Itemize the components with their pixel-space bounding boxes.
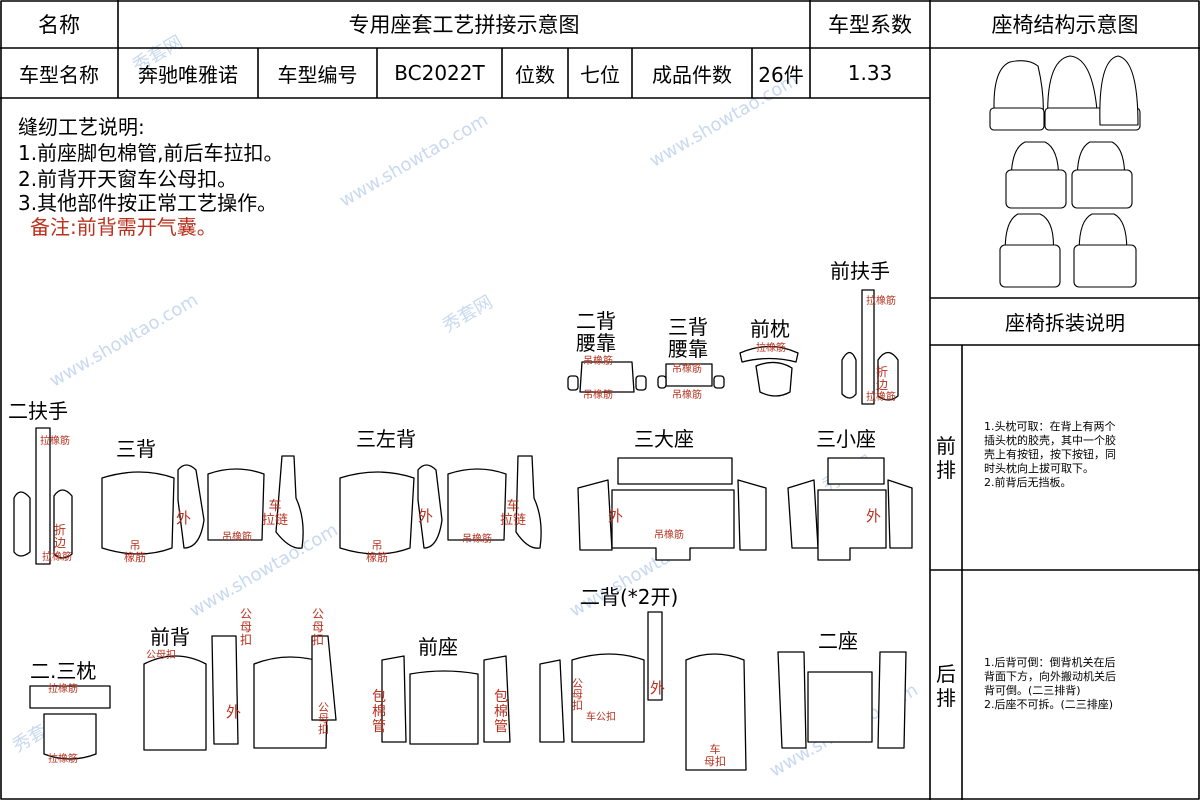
front-note: 2.前背后无挡板。 [984,476,1072,489]
rear-note: 背面下方，向外搬动机关后 [984,670,1116,683]
sew-mark: 拉橡筋 [42,552,72,563]
sew-mark: 拉橡筋 [756,343,786,354]
sew-mark: 折 边 [54,523,67,550]
sew-mark: 外 [866,507,882,525]
model-name: 奔驰唯雅诺 [138,62,238,87]
pieces-value: 26件 [758,62,804,87]
sew-mark: 公 母 扣 [312,607,325,647]
sew-mark: 车公扣 [586,712,616,723]
process-step: 1.前座脚包棉管,前后车拉扣。 [18,141,284,165]
sew-mark: 吊 橡筋 [366,539,388,564]
sew-mark: 拉橡筋 [866,296,896,307]
sheet-title: 专用座套工艺拼接示意图 [348,13,580,37]
front-note: 壳上有按钮，按下按钮，同 [984,448,1116,461]
part-label: 二座 [818,629,858,653]
front-row-label: 前排 [936,434,956,482]
sew-mark: 包 棉 管 [494,689,508,735]
process-step: 2.前背开天窗车公母扣。 [18,167,238,191]
front-note: 插头枕的胶壳，其中一个胶 [984,434,1116,447]
sew-mark: 吊橡筋 [222,532,252,543]
part-label: 三大座 [634,427,694,451]
rear-note: 2.后座不可拆。(二三排座) [984,698,1114,711]
sew-mark: 吊橡筋 [672,390,702,401]
part-label: 二扶手 [8,399,68,423]
disassembly-title: 座椅拆装说明 [1005,311,1125,335]
part-label: 前枕 [750,317,790,341]
process-step: 3.其他部件按正常工艺操作。 [18,191,278,215]
sew-mark: 包 棉 管 [372,689,386,735]
sew-mark: 外 [226,703,242,721]
rear-row-label: 后排 [936,662,956,710]
part-label: 前扶手 [830,259,890,283]
name-label: 名称 [38,13,80,37]
sew-mark: 拉橡筋 [48,754,78,765]
sew-mark: 车 拉链 [500,499,527,528]
seat-pattern-pieces [13,289,913,771]
part-label: 二.三枕 [30,659,97,683]
coef-value: 1.33 [847,61,893,85]
model-name-label: 车型名称 [19,62,99,87]
front-note: 1.头枕可取：在背上有两个 [984,420,1116,433]
sew-mark: 外 [176,509,192,527]
seats-value: 七位 [580,62,620,87]
process-heading: 缝纫工艺说明: [18,115,145,139]
sew-mark: 吊橡筋 [672,364,702,375]
process-remark: 备注:前背需开气囊。 [30,215,217,239]
sew-mark: 拉橡筋 [40,436,70,447]
sew-mark: 车 拉链 [262,499,289,528]
model-no: BC2022T [394,61,485,85]
structure-title: 座椅结构示意图 [991,13,1139,37]
sew-mark: 吊橡筋 [583,356,613,367]
sew-mark: 外 [418,507,434,525]
sew-mark: 拉橡筋 [48,684,78,695]
part-label: 二背 腰靠 [576,309,616,355]
sew-mark: 吊橡筋 [654,530,684,541]
sew-mark: 公 母 扣 [572,677,583,712]
sew-mark: 公母扣 [146,650,176,661]
seat-structure-icons [989,55,1141,288]
part-label: 三背 腰靠 [668,315,708,361]
sew-mark: 公 母 扣 [240,607,253,647]
sew-mark: 外 [650,679,666,697]
rear-note: 背可倒。(二三排背) [984,684,1081,697]
front-note: 时头枕向上拔可取下。 [984,462,1094,475]
sew-mark: 外 [608,507,624,525]
part-label: 前座 [418,635,458,659]
part-label: 三小座 [816,427,876,451]
part-label: 三背 [116,437,156,461]
sew-mark: 吊 橡筋 [124,539,146,564]
sew-mark: 拉橡筋 [866,392,896,403]
coef-label: 车型系数 [828,13,912,37]
model-no-label: 车型编号 [277,62,358,87]
sew-mark: 公 母 扣 [318,701,329,736]
part-label: 前背 [150,625,190,649]
seats-label: 位数 [515,62,555,87]
pieces-label: 成品件数 [652,62,732,87]
sew-mark: 吊橡筋 [462,534,492,545]
part-label: 二背(*2开) [580,585,679,609]
sew-mark: 车 母扣 [704,743,726,768]
part-label: 三左背 [356,427,416,451]
sew-mark: 折 边 [876,365,889,392]
sew-mark: 吊橡筋 [583,390,613,401]
rear-note: 1.后背可倒：倒背机关在后 [984,656,1116,669]
